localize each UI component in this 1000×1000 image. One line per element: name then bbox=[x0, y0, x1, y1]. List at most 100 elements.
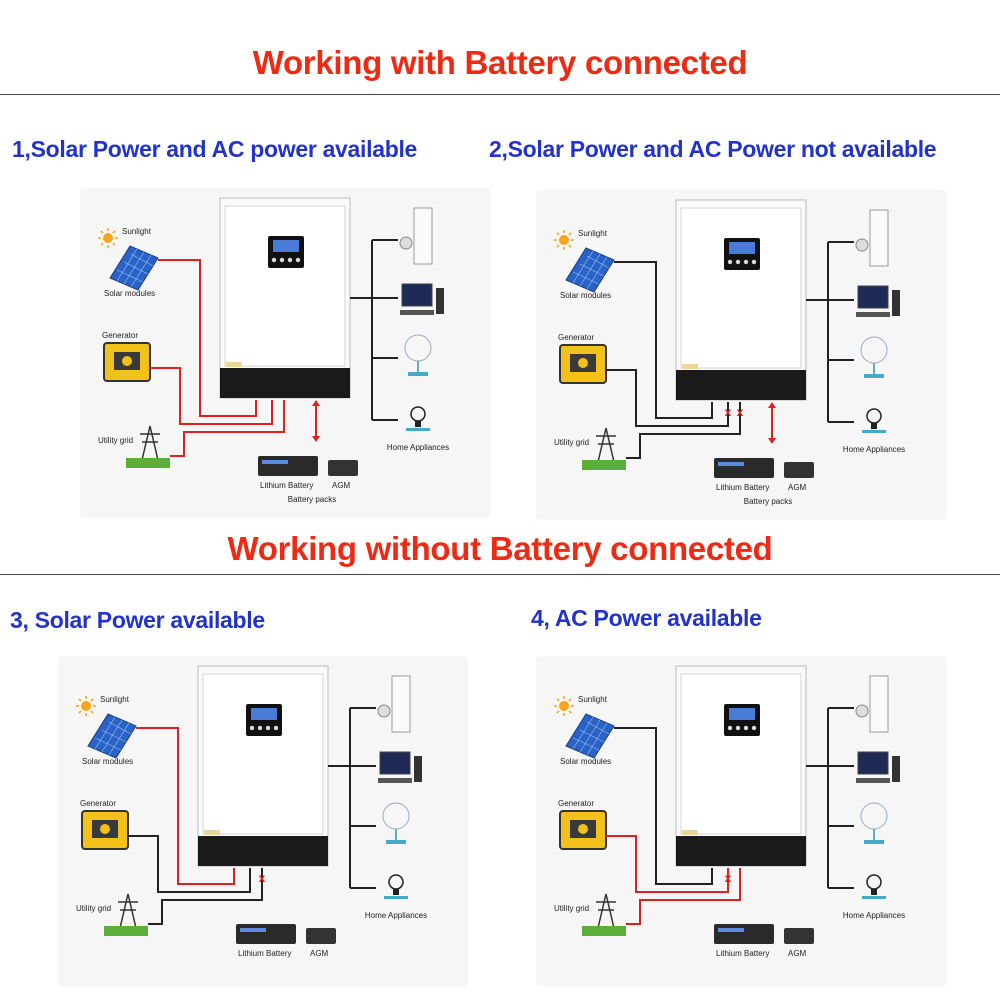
lithium-battery-label: Lithium Battery bbox=[716, 483, 769, 492]
generator-icon bbox=[103, 342, 151, 382]
battery-packs-label: Battery packs bbox=[744, 497, 792, 506]
fan-icon bbox=[860, 336, 888, 378]
pylon-icon bbox=[126, 425, 170, 468]
inverter-icon bbox=[219, 197, 351, 399]
disconnect-mark: x bbox=[737, 405, 744, 419]
disconnect-mark: x bbox=[259, 871, 266, 885]
fan-icon bbox=[382, 802, 410, 844]
home-appliances-label: Home Appliances bbox=[843, 911, 905, 920]
agm-battery-icon bbox=[306, 928, 336, 944]
generator-label: Generator bbox=[102, 331, 138, 340]
solar-panel-icon bbox=[87, 713, 137, 759]
grid-line bbox=[170, 400, 285, 457]
utility-grid-label: Utility grid bbox=[98, 436, 133, 445]
battery-packs-label: Battery packs bbox=[288, 495, 336, 504]
lithium-battery-icon bbox=[714, 924, 774, 944]
generator-line bbox=[150, 367, 273, 425]
solar-line bbox=[614, 727, 713, 885]
light-bulb-icon bbox=[406, 406, 430, 431]
solar-modules-label: Solar modules bbox=[560, 291, 611, 300]
agm-label: AGM bbox=[332, 481, 351, 490]
fan-icon bbox=[860, 802, 888, 844]
home-appliances-label: Home Appliances bbox=[843, 445, 905, 454]
sunlight-label: Sunlight bbox=[578, 695, 608, 704]
grid-line bbox=[626, 868, 741, 925]
pylon-icon bbox=[582, 893, 626, 936]
arrow-head-down bbox=[312, 436, 320, 442]
divider bbox=[0, 574, 1000, 575]
generator-line bbox=[128, 835, 251, 893]
air-conditioner-icon bbox=[855, 675, 889, 733]
generator-icon bbox=[81, 810, 129, 850]
air-conditioner-icon bbox=[377, 675, 411, 733]
agm-label: AGM bbox=[788, 483, 807, 492]
generator-icon bbox=[559, 344, 607, 384]
panel-4-title: 4, AC Power available bbox=[531, 605, 762, 631]
generator-label: Generator bbox=[80, 799, 116, 808]
panel-1-title: 1,Solar Power and AC power available bbox=[12, 136, 418, 162]
solar-line bbox=[158, 259, 257, 417]
lithium-battery-icon bbox=[258, 456, 318, 476]
sun-icon bbox=[554, 696, 574, 716]
computer-icon bbox=[378, 751, 422, 783]
heading-without-battery: Working without Battery connected bbox=[227, 530, 773, 567]
panel-3-title: 3, Solar Power available bbox=[10, 607, 265, 633]
utility-grid-label: Utility grid bbox=[76, 904, 111, 913]
lithium-battery-label: Lithium Battery bbox=[716, 949, 769, 958]
heading-with-battery: Working with Battery connected bbox=[252, 44, 748, 81]
arrow-head-down bbox=[768, 438, 776, 444]
utility-grid-label: Utility grid bbox=[554, 904, 589, 913]
generator-label: Generator bbox=[558, 799, 594, 808]
utility-grid-label: Utility grid bbox=[554, 438, 589, 447]
solar-line bbox=[614, 261, 713, 419]
solar-panel-icon bbox=[109, 245, 159, 291]
inverter-icon bbox=[675, 199, 807, 401]
solar-modules-label: Solar modules bbox=[560, 757, 611, 766]
light-bulb-icon bbox=[862, 408, 886, 433]
generator-icon bbox=[559, 810, 607, 850]
sunlight-label: Sunlight bbox=[100, 695, 130, 704]
computer-icon bbox=[400, 283, 444, 315]
arrow-head-up bbox=[312, 400, 320, 406]
generator-line bbox=[606, 369, 729, 427]
fan-icon bbox=[404, 334, 432, 376]
computer-icon bbox=[856, 751, 900, 783]
pylon-icon bbox=[582, 427, 626, 470]
light-bulb-icon bbox=[384, 874, 408, 899]
generator-line bbox=[606, 835, 729, 893]
generator-label: Generator bbox=[558, 333, 594, 342]
computer-icon bbox=[856, 285, 900, 317]
inverter-icon bbox=[675, 665, 807, 867]
sunlight-label: Sunlight bbox=[122, 227, 152, 236]
sun-icon bbox=[98, 228, 118, 248]
solar-line bbox=[136, 727, 235, 885]
agm-battery-icon bbox=[328, 460, 358, 476]
disconnect-mark: x bbox=[725, 871, 732, 885]
sun-icon bbox=[554, 230, 574, 250]
home-appliances-label: Home Appliances bbox=[365, 911, 427, 920]
panel-2-title: 2,Solar Power and AC Power not available bbox=[489, 136, 937, 162]
agm-battery-icon bbox=[784, 462, 814, 478]
solar-panel-icon bbox=[565, 713, 615, 759]
grid-line bbox=[626, 402, 741, 459]
inverter-icon bbox=[197, 665, 329, 867]
divider bbox=[0, 94, 1000, 95]
solar-modules-label: Solar modules bbox=[82, 757, 133, 766]
agm-battery-icon bbox=[784, 928, 814, 944]
disconnect-mark: x bbox=[725, 405, 732, 419]
light-bulb-icon bbox=[862, 874, 886, 899]
home-appliances-label: Home Appliances bbox=[387, 443, 449, 452]
lithium-battery-label: Lithium Battery bbox=[238, 949, 291, 958]
lithium-battery-icon bbox=[714, 458, 774, 478]
lithium-battery-label: Lithium Battery bbox=[260, 481, 313, 490]
solar-panel-icon bbox=[565, 247, 615, 293]
air-conditioner-icon bbox=[399, 207, 433, 265]
